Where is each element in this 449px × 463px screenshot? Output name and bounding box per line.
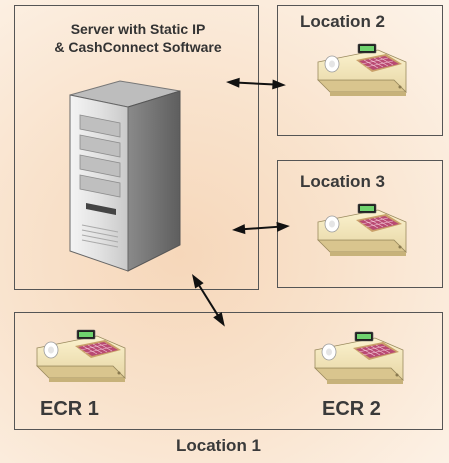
server-title-line1: Server with Static IP: [70, 21, 206, 37]
cash-register-icon-location3: [317, 203, 407, 257]
location1-box: [14, 312, 443, 430]
ecr2-label: ECR 2: [322, 398, 381, 420]
location1-label: Location 1: [176, 436, 262, 455]
server-box: [14, 5, 259, 290]
cash-register-icon-ecr2: [314, 331, 404, 385]
ecr1-label: ECR 1: [40, 398, 99, 420]
double-arrow-icon-server-location2: [224, 75, 288, 92]
double-arrow-icon-server-location3: [230, 219, 292, 237]
server-title-line2: & CashConnect Software: [54, 39, 222, 55]
cash-register-icon-ecr1: [36, 329, 126, 383]
server-tower-icon: [69, 80, 181, 272]
double-arrow-icon-server-location1: [186, 269, 231, 331]
cash-register-icon-location2: [317, 43, 407, 97]
location2-box: [277, 5, 443, 136]
location2-label: Location 2: [300, 12, 386, 31]
location3-label: Location 3: [300, 172, 386, 191]
